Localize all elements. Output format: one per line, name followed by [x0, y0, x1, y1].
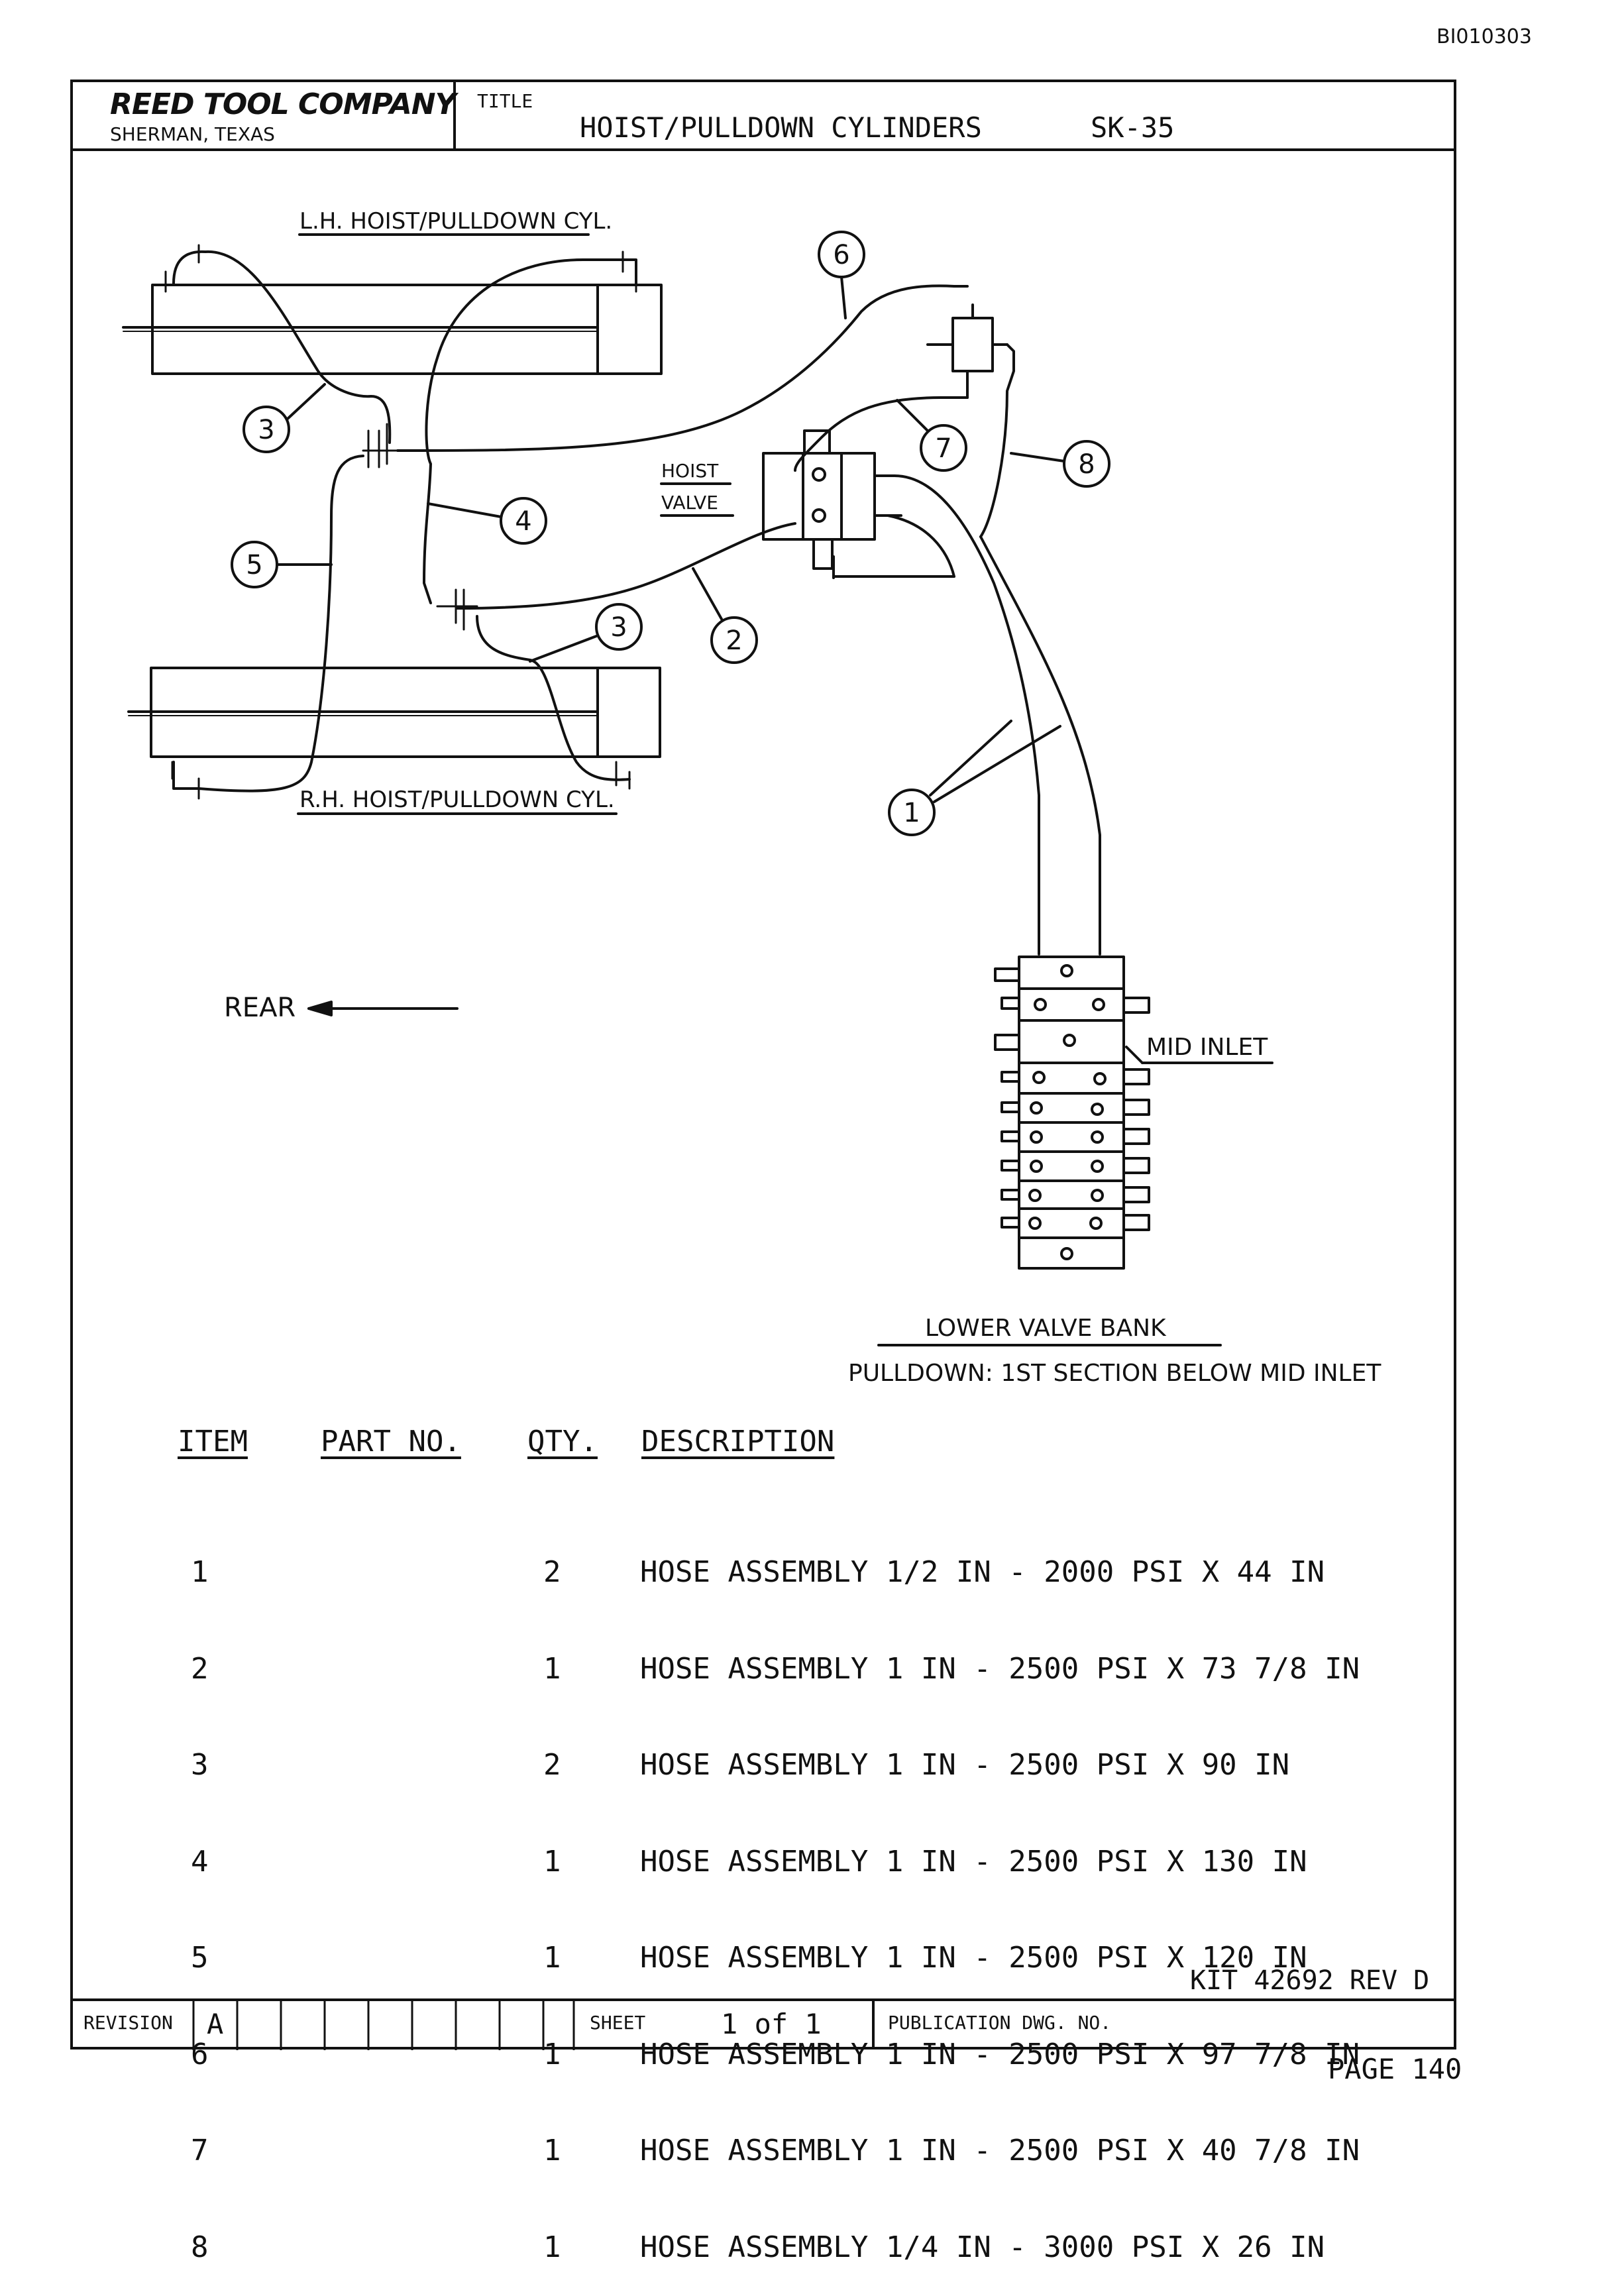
sheet-value: 1 of 1	[721, 2008, 822, 2040]
revision-value: A	[207, 2008, 224, 2040]
hydraulic-diagram: L.H. HOIST/PULLDOWN CYL. R.H. HOIST/PULL…	[122, 208, 1381, 1387]
svg-text:8: 8	[1078, 449, 1095, 480]
table-cell-description: HOSE ASSEMBLY 1/4 IN - 3000 PSI X 26 IN	[640, 2230, 1325, 2264]
lower-valve-bank-label: LOWER VALVE BANK	[925, 1315, 1167, 1342]
table-cell-item: 4	[191, 1844, 209, 1879]
title-label: TITLE	[477, 90, 533, 112]
drawing-frame	[70, 80, 1456, 2050]
rear-arrow-icon	[307, 1001, 459, 1016]
table-cell-item: 7	[191, 2134, 209, 2167]
kit-number: KIT 42692 REV D	[1190, 1965, 1430, 1996]
hose-5	[172, 455, 364, 793]
table-cell-qty: 1	[543, 2230, 561, 2264]
title-block-divider	[70, 148, 1456, 151]
table-cell-item: 8	[191, 2230, 209, 2264]
title-block-separator	[453, 80, 456, 150]
hoist-valve-label-line2: VALVE	[661, 492, 718, 514]
table-cell-qty: 2	[543, 1555, 561, 1589]
callout-4: 4	[427, 497, 547, 545]
drawing-sk-number: SK-35	[1091, 111, 1175, 144]
table-cell-qty: 1	[543, 1941, 561, 1975]
table-cell-description: HOSE ASSEMBLY 1 IN - 2500 PSI X 73 7/8 I…	[640, 1651, 1360, 1686]
hose-7	[794, 396, 942, 472]
svg-text:3: 3	[258, 415, 274, 445]
lh-cylinder	[122, 284, 663, 375]
callout-6: 6	[818, 231, 865, 319]
table-description-column: HOSE ASSEMBLY 1/2 IN - 2000 PSI X 44 IN …	[640, 1492, 1369, 2296]
hose-1-right	[834, 514, 1101, 956]
table-cell-description: HOSE ASSEMBLY 1 IN - 2500 PSI X 130 IN	[640, 1844, 1307, 1879]
table-cell-qty: 1	[543, 1651, 561, 1686]
svg-text:1: 1	[903, 798, 920, 828]
footer-separator	[872, 2000, 875, 2050]
svg-text:3: 3	[610, 612, 627, 643]
table-qty-column: 2 1 2 1 1 1 1 1	[543, 1492, 583, 2296]
document-id: BI010303	[1436, 25, 1532, 48]
hoist-valve-label-line1: HOIST	[661, 460, 719, 482]
svg-text:2: 2	[726, 626, 742, 656]
callout-1: 1	[888, 720, 1061, 836]
rh-cylinder-label: R.H. HOIST/PULLDOWN CYL.	[299, 787, 615, 813]
table-cell-qty: 1	[543, 2037, 561, 2071]
hose-3-lower	[476, 615, 631, 781]
revision-boxes	[192, 2000, 575, 2050]
table-cell-qty: 1	[543, 2134, 561, 2167]
hose-6	[396, 284, 955, 452]
table-header-description: DESCRIPTION	[641, 1425, 835, 1458]
table-cell-description: HOSE ASSEMBLY 1 IN - 2500 PSI X 120 IN	[640, 1941, 1307, 1975]
callout-2: 2	[692, 567, 758, 664]
hose-1-left	[893, 474, 1040, 956]
rh-cylinder	[127, 667, 661, 758]
table-cell-item: 5	[191, 1941, 209, 1975]
table-cell-qty: 1	[543, 1844, 561, 1879]
drawing-title: HOIST/PULLDOWN CYLINDERS	[580, 111, 982, 144]
hose-4	[423, 258, 637, 604]
pulldown-note: PULLDOWN: 1ST SECTION BELOW MID INLET	[848, 1360, 1381, 1387]
lh-cylinder-label: L.H. HOIST/PULLDOWN CYL.	[299, 208, 612, 235]
hoist-valve	[762, 429, 902, 570]
footer-top-line	[70, 1998, 1456, 2001]
svg-text:4: 4	[515, 506, 531, 537]
fittings	[164, 244, 637, 800]
table-item-column: 1 2 3 4 5 6 7 8	[191, 1492, 231, 2296]
table-cell-item: 2	[191, 1651, 209, 1686]
tee-fitting	[926, 285, 1015, 538]
table-cell-qty: 2	[543, 1748, 561, 1782]
revision-label: REVISION	[83, 2012, 173, 2034]
table-cell-item: 3	[191, 1748, 209, 1782]
callout-3-lower: 3	[529, 603, 643, 663]
callout-8: 8	[1010, 440, 1110, 488]
hose-3-upper	[172, 250, 392, 444]
hose-2	[456, 522, 796, 610]
table-cell-description: HOSE ASSEMBLY 1/2 IN - 2000 PSI X 44 IN	[640, 1555, 1325, 1589]
table-cell-description: HOSE ASSEMBLY 1 IN - 2500 PSI X 90 IN	[640, 1748, 1290, 1782]
svg-text:5: 5	[246, 550, 262, 580]
svg-text:7: 7	[935, 433, 951, 464]
page-number: PAGE 140	[1328, 2053, 1462, 2085]
company-name: REED TOOL COMPANY	[110, 87, 456, 121]
company-location: SHERMAN, TEXAS	[110, 123, 275, 145]
callout-7: 7	[896, 399, 967, 472]
rear-label: REAR	[224, 993, 296, 1023]
sheet-label: SHEET	[590, 2012, 646, 2034]
table-header-part-no: PART NO.	[321, 1425, 461, 1458]
table-cell-item: 1	[191, 1555, 209, 1589]
table-cell-description: HOSE ASSEMBLY 1 IN - 2500 PSI X 40 7/8 I…	[640, 2134, 1360, 2167]
callout-5: 5	[231, 541, 333, 588]
table-header-item: ITEM	[178, 1425, 248, 1458]
publication-label: PUBLICATION DWG. NO.	[888, 2012, 1112, 2034]
mid-inlet-label: MID INLET	[1146, 1034, 1268, 1061]
lower-valve-bank	[994, 956, 1150, 1270]
svg-text:6: 6	[833, 240, 849, 270]
table-cell-description: HOSE ASSEMBLY 1 IN - 2500 PSI X 97 7/8 I…	[640, 2037, 1360, 2071]
callout-3-upper: 3	[243, 383, 326, 453]
table-header-qty: QTY.	[527, 1425, 598, 1458]
